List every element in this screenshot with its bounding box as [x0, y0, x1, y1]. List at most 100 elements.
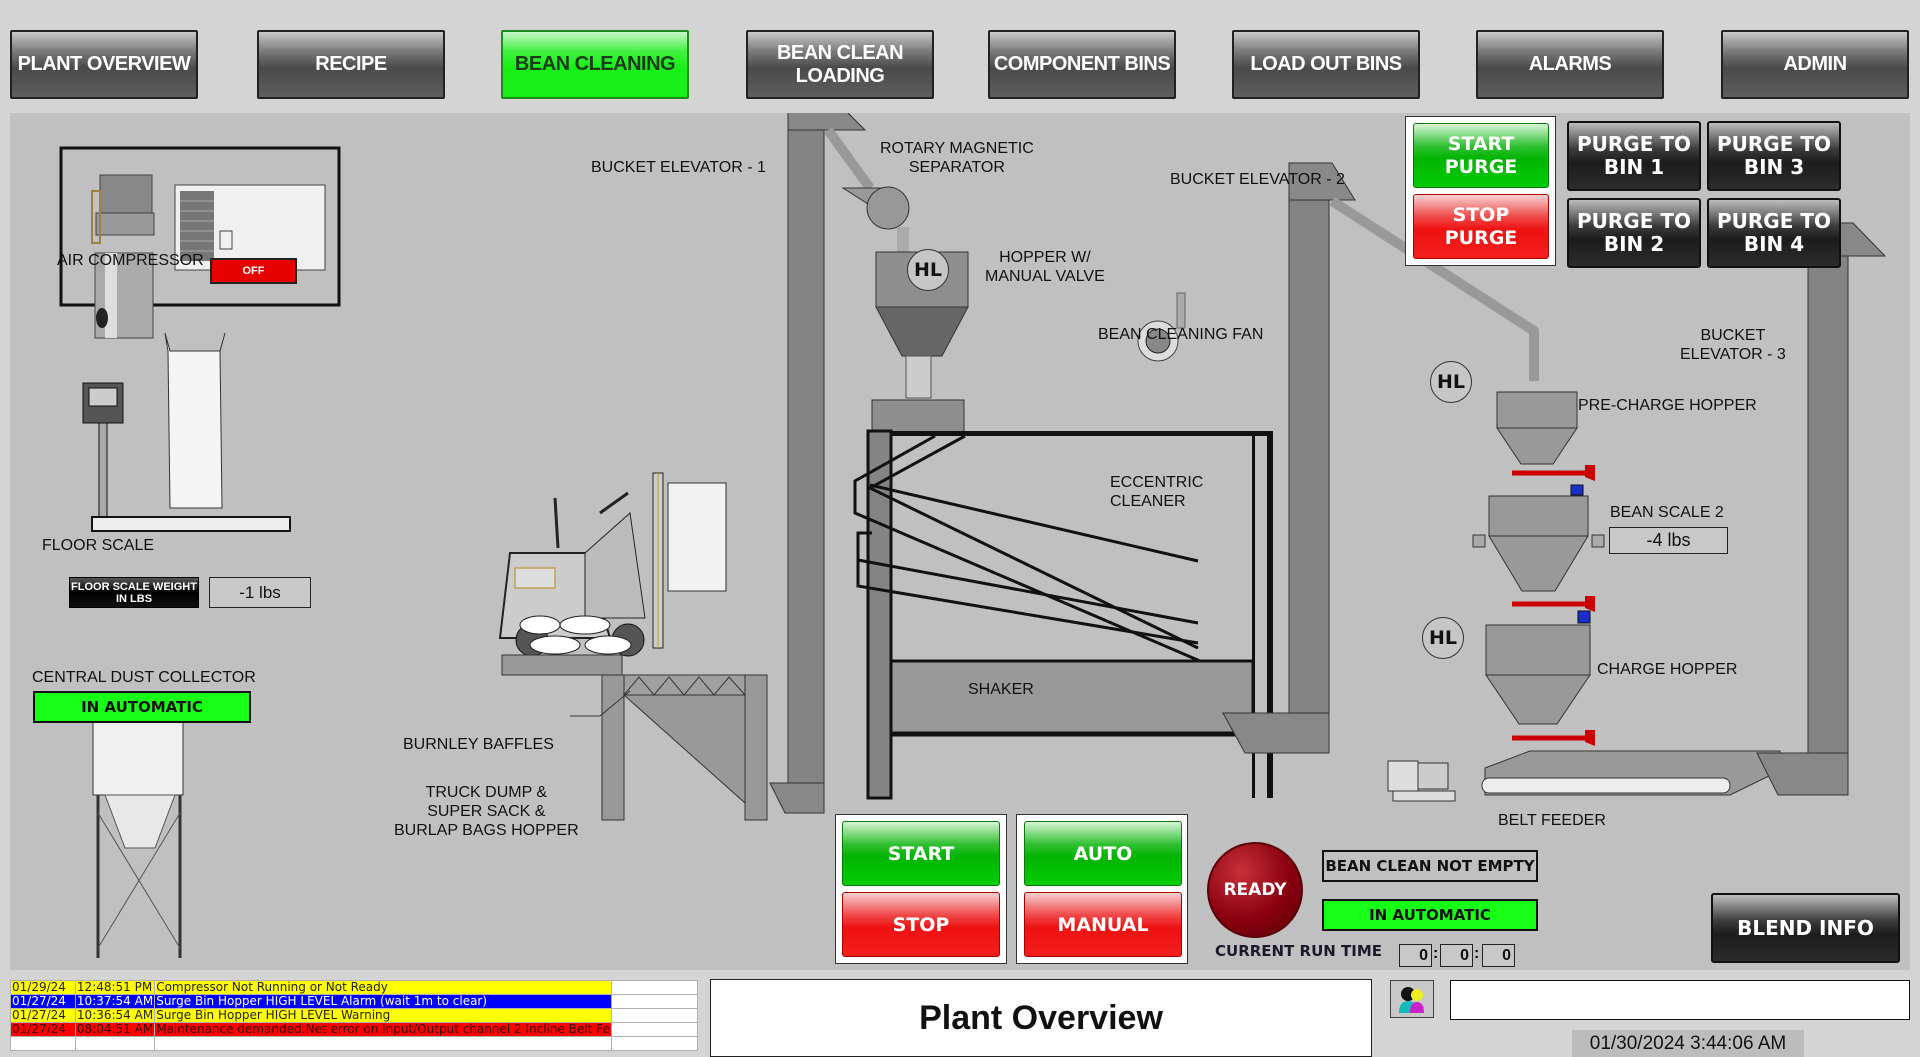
alarm-date: 01/27/24	[10, 1008, 76, 1023]
users-icon	[1399, 987, 1424, 1013]
hopper-high-level-indicator: HL	[907, 249, 949, 291]
screen-title: Plant Overview	[710, 979, 1372, 1057]
eccentric-cleaner-label: ECCENTRIC CLEANER	[1110, 474, 1204, 510]
mode-status: IN AUTOMATIC	[1322, 899, 1538, 931]
alarm-spare-cell	[610, 1008, 699, 1023]
alarm-row-empty	[10, 1036, 699, 1051]
run-time-hours: 0	[1399, 944, 1432, 967]
air-compressor-graphic[interactable]	[59, 146, 341, 339]
stop-button[interactable]: STOP	[842, 892, 1000, 957]
user-login-button[interactable]	[1390, 980, 1434, 1018]
alarm-spare-cell	[610, 980, 699, 995]
belt-feeder-label: BELT FEEDER	[1498, 812, 1606, 829]
bucket-elevator-2-label: BUCKET ELEVATOR - 2	[1170, 171, 1345, 188]
alarm-empty-cell	[610, 1036, 699, 1051]
bean-clean-status: BEAN CLEAN NOT EMPTY	[1322, 850, 1538, 882]
stop-purge-button[interactable]: STOP PURGE	[1413, 194, 1549, 259]
blend-info-button[interactable]: BLEND INFO	[1711, 893, 1900, 963]
nav-admin[interactable]: ADMIN	[1721, 30, 1909, 99]
alarm-spare-cell	[610, 1022, 699, 1037]
floor-scale-weight-label: FLOOR SCALE WEIGHT IN LBS	[69, 577, 199, 608]
rotary-magnetic-separator-label: ROTARY MAGNETIC SEPARATOR	[880, 140, 1034, 176]
start-purge-button[interactable]: START PURGE	[1413, 123, 1549, 188]
purge-to-bin-2-button[interactable]: PURGE TO BIN 2	[1567, 198, 1701, 268]
nav-plant-overview[interactable]: PLANT OVERVIEW	[10, 30, 198, 99]
alarm-message: Compressor Not Running or Not Ready	[154, 980, 612, 995]
truck-dump-hopper-label: TRUCK DUMP & SUPER SACK & BURLAP BAGS HO…	[394, 784, 579, 839]
manual-button[interactable]: MANUAL	[1024, 892, 1182, 957]
pre-charge-high-level-indicator: HL	[1430, 361, 1472, 403]
alarm-message: Surge Bin Hopper HIGH LEVEL Alarm (wait …	[154, 994, 612, 1009]
ready-indicator: READY	[1207, 842, 1303, 938]
user-name-field[interactable]	[1450, 980, 1910, 1020]
run-time-sep-1: :	[1433, 945, 1439, 962]
burnley-baffles-label: BURNLEY BAFFLES	[403, 736, 554, 753]
run-time-label: CURRENT RUN TIME	[1215, 942, 1383, 960]
alarm-date: 01/27/24	[10, 994, 76, 1009]
start-button[interactable]: START	[842, 821, 1000, 886]
dust-collector-status: IN AUTOMATIC	[33, 691, 251, 723]
alarm-message: Maintenance demanded:Net error on Input/…	[154, 1022, 612, 1037]
process-graphics	[59, 113, 1887, 958]
nav-component-bins[interactable]: COMPONENT BINS	[988, 30, 1176, 99]
alarm-empty-cell	[74, 1036, 156, 1051]
shaker-label: SHAKER	[968, 681, 1034, 698]
hopper-manual-valve-label: HOPPER W/ MANUAL VALVE	[985, 249, 1105, 285]
run-time-seconds: 0	[1482, 944, 1515, 967]
alarm-time: 10:36:54 AM	[74, 1008, 156, 1023]
alarm-message: Surge Bin Hopper HIGH LEVEL Warning	[154, 1008, 612, 1023]
alarm-date: 01/29/24	[10, 980, 76, 995]
bucket-elevator-3-graphic[interactable]	[1756, 222, 1887, 796]
alarm-empty-cell	[154, 1036, 612, 1051]
bean-scale-2-label: BEAN SCALE 2	[1610, 504, 1724, 521]
dust-collector-graphic	[92, 714, 184, 958]
datetime-display: 01/30/2024 3:44:06 AM	[1572, 1030, 1804, 1057]
process-diagram-panel: AIR COMPRESSOR OFF FLOOR SCALE FLOOR SCA…	[10, 113, 1910, 970]
air-compressor-status: OFF	[210, 258, 297, 284]
auto-button[interactable]: AUTO	[1024, 821, 1182, 886]
run-time-minutes: 0	[1440, 944, 1473, 967]
floor-scale-weight-value: -1 lbs	[209, 577, 311, 608]
charge-hopper-label: CHARGE HOPPER	[1597, 661, 1738, 678]
nav-load-out-bins[interactable]: LOAD OUT BINS	[1232, 30, 1420, 99]
bean-cleaning-fan-graphic[interactable]	[1137, 292, 1186, 362]
purge-to-bin-1-button[interactable]: PURGE TO BIN 1	[1567, 121, 1701, 191]
nav-recipe[interactable]: RECIPE	[257, 30, 445, 99]
hopper-manual-valve-graphic[interactable]	[871, 251, 969, 433]
pre-charge-hopper-graphic[interactable]	[1496, 391, 1595, 481]
floor-scale-label: FLOOR SCALE	[42, 537, 155, 554]
dust-collector-label: CENTRAL DUST COLLECTOR	[32, 669, 256, 686]
alarm-spare-cell	[610, 994, 699, 1009]
air-compressor-label: AIR COMPRESSOR	[57, 252, 204, 269]
alarm-time: 08:04:51 AM	[74, 1022, 156, 1037]
purge-to-bin-3-button[interactable]: PURGE TO BIN 3	[1707, 121, 1841, 191]
truck-dump-hopper-graphic[interactable]	[501, 615, 768, 821]
bean-cleaning-fan-label: BEAN CLEANING FAN	[1098, 326, 1264, 343]
purge-to-bin-4-button[interactable]: PURGE TO BIN 4	[1707, 198, 1841, 268]
bucket-elevator-3-label: BUCKET ELEVATOR - 3	[1680, 327, 1786, 363]
bean-scale-2-value: -4 lbs	[1609, 527, 1728, 554]
eccentric-cleaner-graphic[interactable]	[853, 429, 1273, 800]
nav-alarms[interactable]: ALARMS	[1476, 30, 1664, 99]
magnetic-separator-graphic[interactable]	[841, 186, 910, 252]
bucket-elevator-1-graphic[interactable]	[769, 113, 875, 814]
bean-scale-2-graphic[interactable]	[1472, 484, 1605, 612]
charge-hopper-graphic[interactable]	[1485, 610, 1595, 746]
nav-bean-cleaning[interactable]: BEAN CLEANING	[501, 30, 689, 99]
alarm-empty-cell	[10, 1036, 76, 1051]
bucket-elevator-2-graphic[interactable]	[1222, 162, 1539, 754]
charge-hopper-high-level-indicator: HL	[1422, 617, 1464, 659]
run-time-sep-2: :	[1474, 945, 1480, 962]
alarm-time: 10:37:54 AM	[74, 994, 156, 1009]
floor-scale-graphic	[82, 332, 291, 532]
nav-bean-clean-loading[interactable]: BEAN CLEAN LOADING	[746, 30, 934, 99]
alarm-time: 12:48:51 PM	[74, 980, 156, 995]
bucket-elevator-1-label: BUCKET ELEVATOR - 1	[591, 159, 766, 176]
belt-feeder-graphic[interactable]	[1387, 750, 1781, 802]
alarm-date: 01/27/24	[10, 1022, 76, 1037]
